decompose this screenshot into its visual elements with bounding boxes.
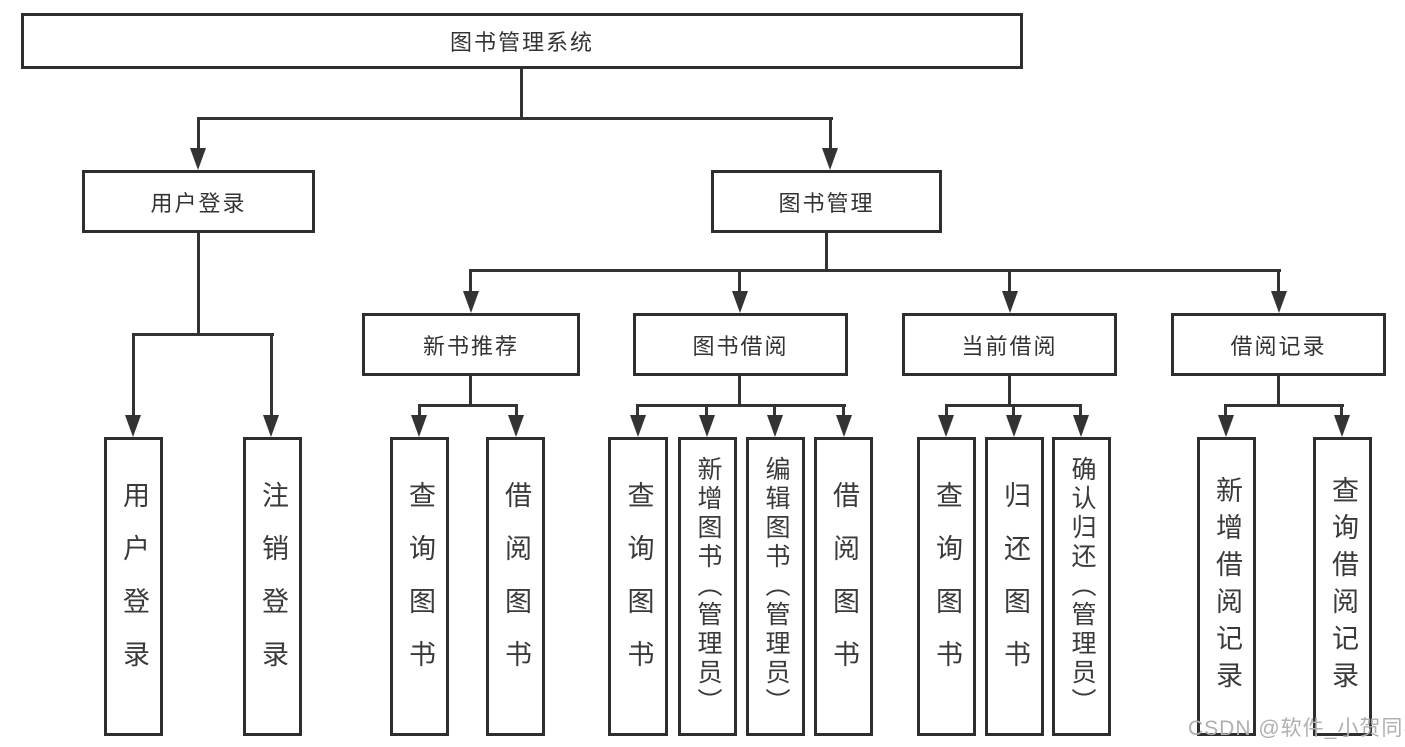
- node-book-manage-label: 图书管理: [778, 190, 875, 216]
- connector-line: [418, 404, 518, 407]
- node-borrow-records-label: 借阅记录: [1230, 333, 1327, 359]
- connector-line: [1079, 404, 1082, 417]
- connector-line: [197, 117, 200, 150]
- connector-arrowhead: [822, 148, 838, 170]
- connector-line: [738, 269, 741, 293]
- connector-line: [773, 404, 776, 417]
- node-root-label: 图书管理系统: [449, 30, 594, 55]
- connector-arrowhead: [767, 415, 783, 437]
- leaf-borrow-add-books-admin-label: 新增图书（管理员）: [694, 456, 722, 717]
- connector-line: [1008, 269, 1011, 293]
- connector-line: [520, 69, 523, 119]
- connector-line: [197, 117, 833, 120]
- leaf-current-return-books: 归还图书: [985, 437, 1044, 736]
- connector-arrowhead: [1006, 415, 1022, 437]
- leaf-recommend-query-books: 查询图书: [390, 437, 449, 736]
- node-current-borrow-label: 当前借阅: [961, 333, 1058, 359]
- node-user-login-label: 用户登录: [150, 190, 247, 216]
- leaf-borrow-add-books-admin: 新增图书（管理员）: [678, 437, 737, 736]
- connector-line: [1008, 376, 1011, 406]
- connector-line: [469, 269, 472, 293]
- leaf-current-return-books-label: 归还图书: [1000, 480, 1030, 693]
- connector-arrowhead: [732, 291, 748, 313]
- connector-line: [515, 404, 518, 417]
- leaf-borrow-borrow-books: 借阅图书: [814, 437, 873, 736]
- csdn-watermark: CSDN @软件_小贺同学: [1188, 717, 1405, 740]
- node-new-book-recommend: 新书推荐: [362, 313, 580, 376]
- connector-line: [270, 333, 273, 417]
- connector-line: [132, 333, 135, 417]
- connector-line: [636, 404, 639, 417]
- connector-line: [1224, 404, 1227, 417]
- connector-arrowhead: [1218, 415, 1234, 437]
- leaf-records-query-record: 查询借阅记录: [1313, 437, 1372, 736]
- connector-arrowhead: [263, 415, 279, 437]
- leaf-user-login: 用户登录: [104, 437, 163, 736]
- leaf-borrow-query-books: 查询图书: [608, 437, 668, 736]
- connector-line: [469, 269, 1281, 272]
- leaf-logout-login-label: 注销登录: [258, 480, 288, 693]
- connector-arrowhead: [938, 415, 954, 437]
- connector-line: [738, 376, 741, 406]
- connector-line: [636, 404, 846, 407]
- connector-arrowhead: [1002, 291, 1018, 313]
- connector-arrowhead: [699, 415, 715, 437]
- leaf-current-confirm-return-admin-label: 确认归还（管理员）: [1068, 456, 1096, 717]
- leaf-user-login-label: 用户登录: [119, 480, 149, 693]
- leaf-records-add-record-label: 新增借阅记录: [1212, 475, 1242, 698]
- leaf-records-add-record: 新增借阅记录: [1197, 437, 1256, 736]
- leaf-recommend-borrow-books: 借阅图书: [486, 437, 545, 736]
- node-book-borrow: 图书借阅: [633, 313, 848, 376]
- leaf-borrow-edit-books-admin: 编辑图书（管理员）: [746, 437, 805, 736]
- node-new-book-recommend-label: 新书推荐: [422, 333, 519, 359]
- connector-line: [469, 376, 472, 406]
- leaf-borrow-borrow-books-label: 借阅图书: [829, 480, 859, 693]
- leaf-borrow-query-books-label: 查询图书: [623, 480, 654, 693]
- connector-line: [1277, 269, 1280, 293]
- connector-arrowhead: [125, 415, 141, 437]
- connector-line: [842, 404, 845, 417]
- connector-line: [1340, 404, 1343, 417]
- connector-arrowhead: [190, 148, 206, 170]
- leaf-current-query-books-label: 查询图书: [932, 480, 962, 693]
- connector-line: [945, 404, 948, 417]
- connector-line: [825, 232, 828, 272]
- node-book-borrow-label: 图书借阅: [692, 333, 789, 359]
- connector-line: [705, 404, 708, 417]
- node-book-manage: 图书管理: [711, 170, 942, 233]
- connector-line: [418, 404, 421, 417]
- leaf-borrow-edit-books-admin-label: 编辑图书（管理员）: [762, 456, 790, 717]
- connector-line: [1277, 376, 1280, 406]
- connector-arrowhead: [463, 291, 479, 313]
- node-borrow-records: 借阅记录: [1171, 313, 1386, 376]
- connector-line: [829, 117, 832, 150]
- node-current-borrow: 当前借阅: [902, 313, 1117, 376]
- connector-line: [197, 233, 200, 335]
- connector-arrowhead: [411, 415, 427, 437]
- leaf-records-query-record-label: 查询借阅记录: [1328, 475, 1358, 698]
- connector-arrowhead: [1271, 291, 1287, 313]
- leaf-current-confirm-return-admin: 确认归还（管理员）: [1052, 437, 1111, 736]
- node-root: 图书管理系统: [21, 13, 1023, 69]
- node-user-login: 用户登录: [82, 170, 315, 233]
- connector-arrowhead: [1334, 415, 1350, 437]
- leaf-current-query-books: 查询图书: [917, 437, 976, 736]
- connector-arrowhead: [630, 415, 646, 437]
- leaf-recommend-borrow-books-label: 借阅图书: [501, 480, 531, 693]
- connector-line: [132, 333, 274, 336]
- leaf-recommend-query-books-label: 查询图书: [405, 480, 435, 693]
- connector-line: [1224, 404, 1344, 407]
- leaf-logout-login: 注销登录: [243, 437, 302, 736]
- connector-arrowhead: [1073, 415, 1089, 437]
- connector-arrowhead: [836, 415, 852, 437]
- connector-arrowhead: [508, 415, 524, 437]
- connector-line: [1012, 404, 1015, 417]
